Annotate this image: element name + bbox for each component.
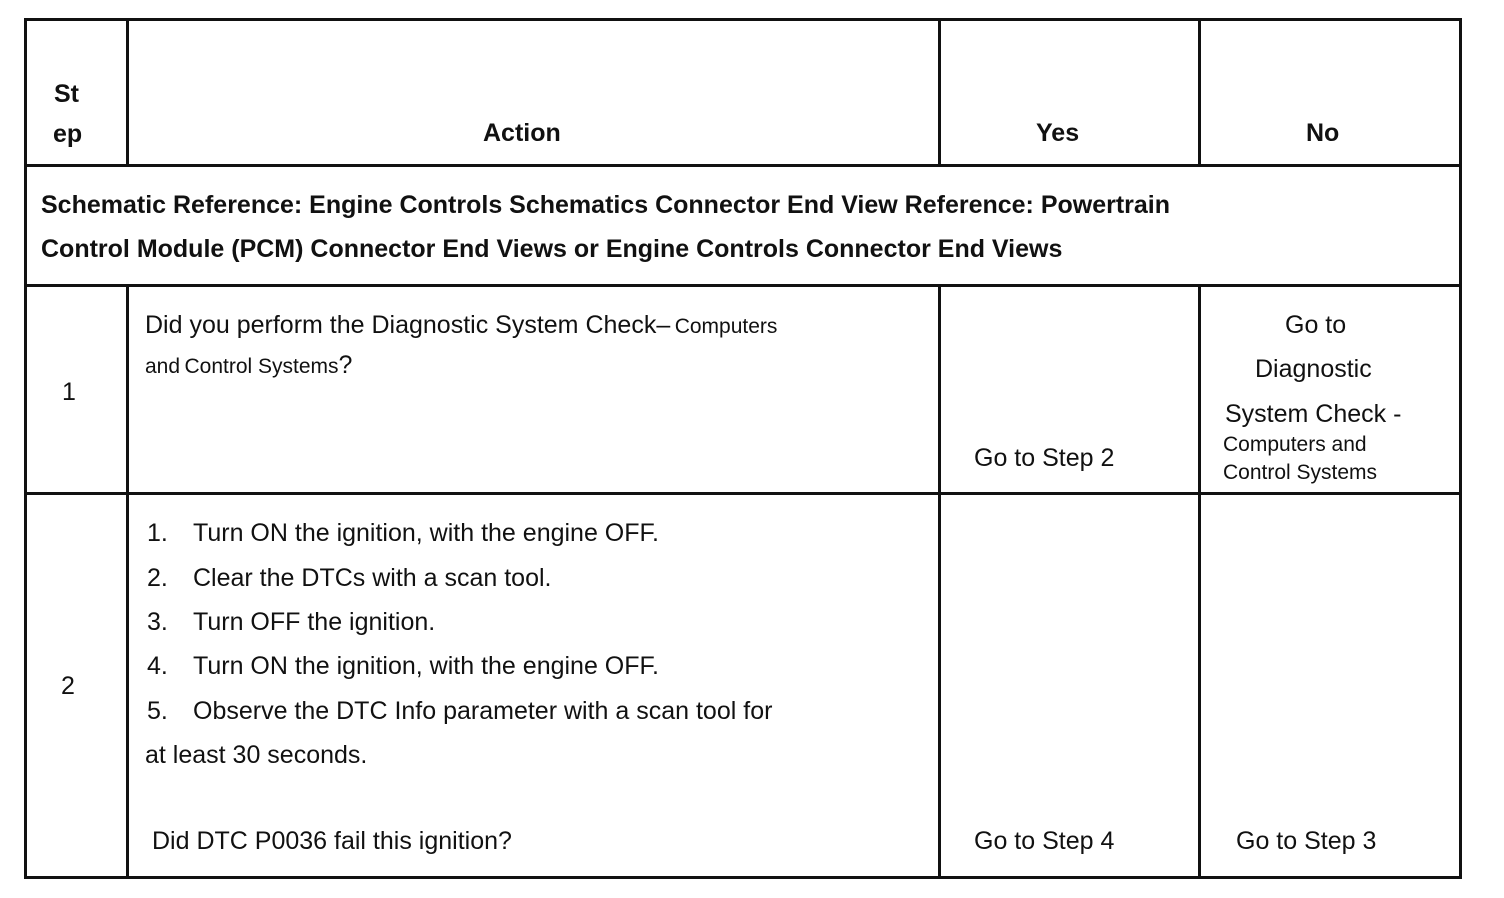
no-result-line3: System Check -: [1225, 400, 1402, 428]
column-divider-step: [126, 286, 129, 879]
action-text-small: and: [145, 355, 181, 378]
table-border-bottom: [24, 876, 1462, 879]
action-text: Did you perform the Diagnostic System Ch…: [145, 311, 671, 339]
list-item: Turn ON the ignition, with the engine OF…: [193, 652, 659, 680]
step-number: 1: [62, 378, 76, 406]
column-divider-step: [126, 18, 129, 166]
action-text-line1: Did you perform the Diagnostic System Ch…: [145, 311, 777, 340]
reference-line1: Schematic Reference: Engine Controls Sch…: [41, 191, 1171, 219]
header-step-line1: St: [54, 80, 79, 108]
diagnostic-table: St ep Action Yes No Schematic Reference:…: [24, 18, 1462, 880]
action-text-line2: and Control Systems?: [145, 351, 352, 380]
list-item-number: 2.: [147, 564, 168, 592]
list-item: Turn ON the ignition, with the engine OF…: [193, 519, 659, 547]
no-result-line4: Computers and: [1223, 433, 1367, 456]
list-item: Clear the DTCs with a scan tool.: [193, 564, 552, 592]
list-item-number: 1.: [147, 519, 168, 547]
table-border-left: [24, 18, 27, 879]
action-text: ?: [338, 351, 353, 379]
question-text: Did DTC P0036 fail this ignition?: [152, 827, 512, 855]
list-item-number: 3.: [147, 608, 168, 636]
action-text-small: Computers: [674, 315, 778, 338]
row-divider: [24, 492, 1462, 495]
list-item-number: 5.: [147, 697, 168, 725]
header-divider: [24, 164, 1462, 167]
reference-line2: Control Module (PCM) Connector End Views…: [41, 235, 1063, 263]
table-border-right: [1459, 18, 1462, 879]
action-text-small: Control Systems: [184, 355, 339, 378]
header-step-line2: ep: [53, 120, 83, 148]
header-no: No: [1306, 119, 1340, 147]
yes-result: Go to Step 2: [974, 444, 1115, 472]
column-divider-action: [938, 18, 941, 166]
header-action: Action: [483, 119, 561, 147]
column-divider-yes: [1198, 18, 1201, 166]
no-result-line5: Control Systems: [1223, 461, 1378, 484]
table-border-top: [24, 18, 1462, 21]
list-item-continuation: at least 30 seconds.: [145, 741, 368, 769]
step-number: 2: [61, 672, 75, 700]
no-result: Go to Step 3: [1236, 827, 1377, 855]
list-item: Observe the DTC Info parameter with a sc…: [193, 697, 773, 725]
yes-result: Go to Step 4: [974, 827, 1115, 855]
column-divider-yes: [1198, 286, 1201, 879]
column-divider-action: [938, 286, 941, 879]
reference-divider: [24, 284, 1462, 287]
no-result-line1: Go to: [1285, 311, 1347, 339]
list-item: Turn OFF the ignition.: [193, 608, 436, 636]
list-item-number: 4.: [147, 652, 168, 680]
header-yes: Yes: [1036, 119, 1080, 147]
no-result-line2: Diagnostic: [1255, 355, 1372, 383]
